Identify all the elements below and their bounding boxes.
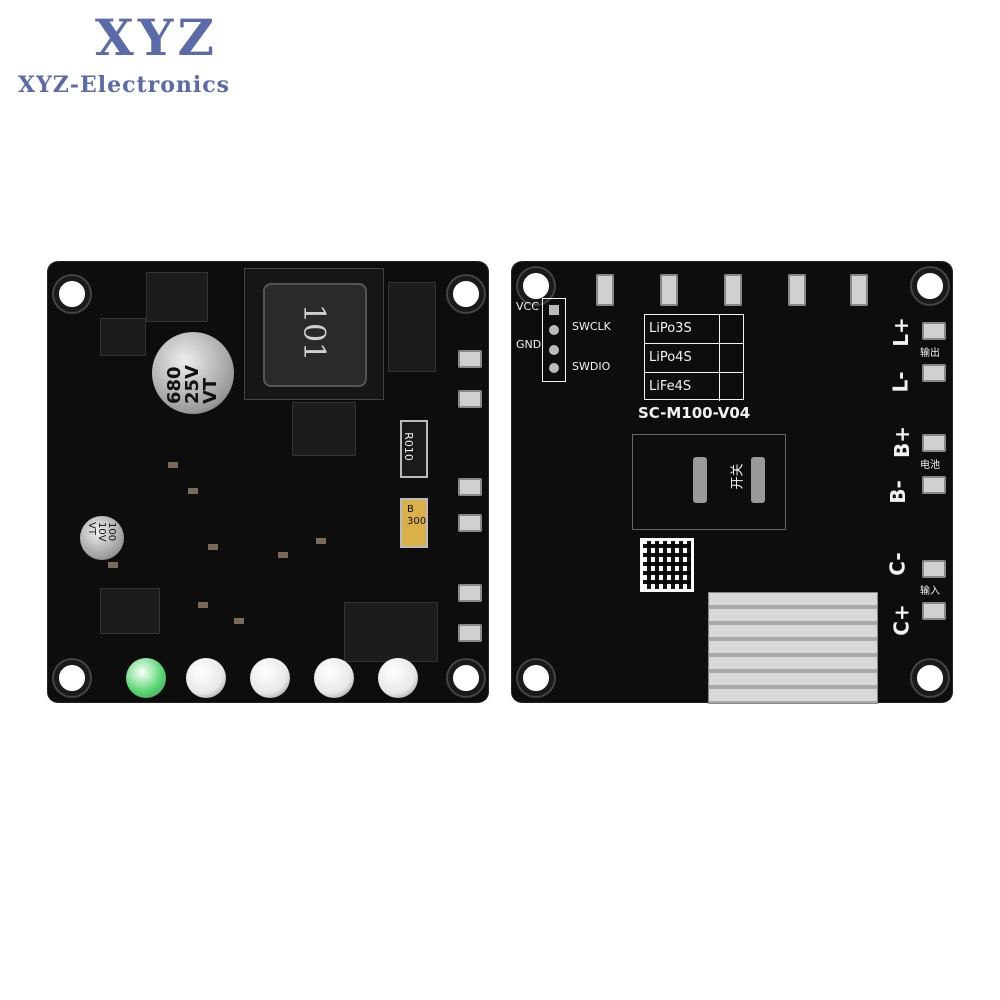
mount-hole (448, 276, 484, 312)
mode-lipo4s: LiPo4S (645, 344, 720, 372)
output-label: 输出 (920, 348, 940, 359)
led-white (186, 658, 226, 698)
back-board: VCC GND SWCLK SWDIO LiPo3S LiPo4S LiFe4S… (512, 262, 952, 704)
mount-hole (448, 660, 484, 696)
smd-part (198, 602, 208, 608)
smd-part (316, 538, 326, 544)
pin-swclk-label: SWCLK (572, 320, 611, 333)
terminal-b-minus: B- (885, 480, 910, 504)
smd-part (278, 552, 288, 558)
top-pad (788, 274, 806, 306)
front-board: 101 680 25V VT 100 10V VT R010 B 300 (48, 262, 488, 702)
model-label: SC-M100-V04 (638, 404, 751, 422)
top-pad (596, 274, 614, 306)
smd-part (108, 562, 118, 568)
terminal-pad (922, 434, 946, 452)
terminal-l-plus: L+ (888, 317, 913, 347)
resistor-r010-label: R010 (401, 432, 415, 461)
terminal-pad (922, 322, 946, 340)
terminal-pad (922, 602, 946, 620)
side-pad (458, 478, 482, 496)
brand-logo: XYZ (95, 8, 218, 67)
switch-label: 开关 (730, 463, 746, 490)
pin-swdio-label: SWDIO (572, 360, 611, 373)
smd-part (234, 618, 244, 624)
capacitor-680: 680 25V VT (152, 332, 234, 414)
led-white (250, 658, 290, 698)
mount-hole (912, 268, 948, 304)
led-white (314, 658, 354, 698)
terminal-l-minus: L- (888, 371, 913, 393)
smd-part (208, 544, 218, 550)
qr-code (640, 538, 694, 592)
mode-table: LiPo3S LiPo4S LiFe4S (644, 314, 744, 401)
side-pad (458, 624, 482, 642)
resistor-300-label-1: B (407, 504, 414, 515)
small-cap-label-3: VT (86, 522, 97, 535)
mount-hole (54, 276, 90, 312)
ic-chip (100, 318, 146, 356)
terminal-pad (922, 560, 946, 578)
inductor: 101 (244, 268, 384, 400)
input-label: 输入 (920, 586, 940, 597)
resistor-300: B 300 (400, 498, 428, 548)
battery-label: 电池 (920, 460, 940, 471)
mode-lipo3s: LiPo3S (645, 315, 720, 343)
debug-header (542, 298, 566, 382)
mount-hole (518, 660, 554, 696)
mount-hole (912, 660, 948, 696)
mount-hole (518, 268, 554, 304)
smd-part (168, 462, 178, 468)
switch-area: 开关 (632, 434, 786, 530)
heatsink (708, 592, 878, 704)
capacitor-100: 100 10V VT (80, 516, 124, 560)
terminal-b-plus: B+ (890, 425, 915, 459)
small-cap-label-2: 10V (96, 522, 107, 542)
mosfet (146, 272, 208, 322)
controller-chip (100, 588, 160, 634)
terminal-c-plus: C+ (889, 604, 914, 636)
led-green (126, 658, 166, 698)
terminal-pad (922, 476, 946, 494)
resistor-300-label-2: 300 (407, 516, 427, 527)
pin-vcc-label: VCC (516, 300, 539, 313)
pin-gnd-label: GND (516, 338, 542, 351)
mosfet (344, 602, 438, 662)
top-pad (850, 274, 868, 306)
side-pad (458, 350, 482, 368)
terminal-pad (922, 364, 946, 382)
inductor-label: 101 (296, 303, 332, 362)
terminal-c-minus: C- (885, 552, 910, 576)
smd-part (188, 488, 198, 494)
small-cap-label-1: 100 (106, 522, 117, 542)
side-pad (458, 514, 482, 532)
regulator-chip (388, 282, 436, 372)
mode-life4s: LiFe4S (645, 373, 720, 401)
led-white (378, 658, 418, 698)
brand-name: XYZ-Electronics (18, 72, 231, 98)
top-pad (724, 274, 742, 306)
side-pad (458, 390, 482, 408)
top-pad (660, 274, 678, 306)
cap-label-3: VT (200, 377, 221, 404)
mosfet (292, 402, 356, 456)
mount-hole (54, 660, 90, 696)
side-pad (458, 584, 482, 602)
resistor-r010: R010 (400, 420, 428, 478)
